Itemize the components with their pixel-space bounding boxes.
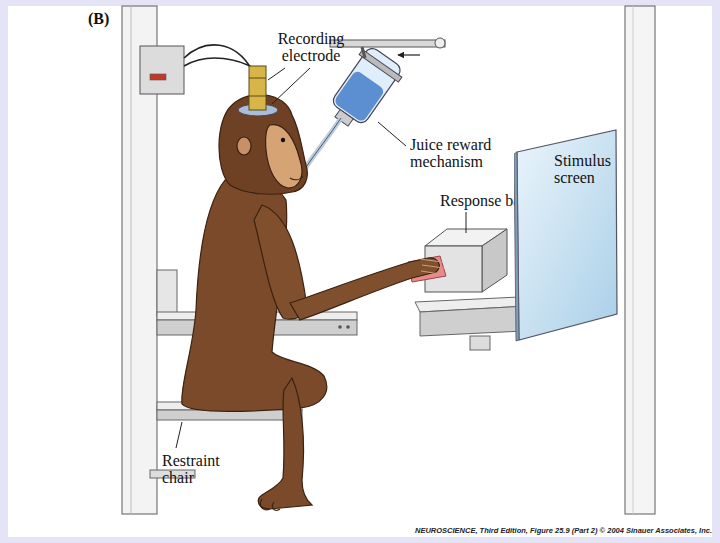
stimulus-screen: Stimulus screen	[514, 128, 618, 342]
electrode-band	[249, 78, 266, 79]
bar-box-side	[482, 229, 507, 292]
pump-rail	[330, 40, 445, 47]
monkey-body	[182, 179, 327, 412]
screen-face	[517, 130, 617, 340]
screen-label: Stimulus screen	[554, 152, 614, 186]
monkey-leg	[258, 378, 312, 509]
electrode-band	[249, 96, 266, 97]
leader-line	[272, 68, 310, 104]
leader-line	[378, 122, 406, 146]
part-label: Juice reward mechanism	[410, 136, 510, 170]
monkey-mouth	[290, 176, 303, 180]
plunger-arrow	[398, 54, 420, 55]
recording-electrode	[249, 66, 266, 110]
junction-box	[140, 46, 184, 94]
rail-knob	[435, 38, 445, 48]
screen-edge	[514, 152, 519, 341]
juice-tube	[304, 118, 341, 170]
monkey-fingers	[420, 259, 444, 274]
part-label: Recording electrode	[272, 30, 350, 64]
monkey-ear	[237, 137, 251, 155]
monkey-face	[266, 125, 302, 188]
part-label: Restraint chair	[162, 452, 236, 486]
juice-tube-edge	[304, 118, 341, 170]
panel-edge	[633, 6, 634, 514]
panel-letter: (B)	[88, 10, 128, 27]
page-ground	[8, 6, 712, 537]
wall-panel	[625, 6, 655, 514]
post-edge	[131, 6, 132, 514]
bolt	[346, 325, 350, 329]
leader-line	[466, 212, 467, 233]
connector-plug	[150, 74, 166, 80]
bolt	[338, 325, 342, 329]
monkey-eye	[281, 138, 285, 142]
monkey-forearm	[290, 258, 439, 320]
leader-line	[176, 422, 182, 448]
monkey-toes	[260, 499, 280, 510]
monkey	[182, 95, 444, 511]
figure-caption: NEUROSCIENCE, Third Edition, Figure 25.9…	[415, 526, 712, 535]
leader-line	[268, 68, 285, 80]
clamp-arm	[362, 47, 365, 58]
bottle-body	[330, 45, 403, 125]
arm-bracket	[157, 270, 177, 315]
shelf-bracket	[470, 336, 490, 350]
